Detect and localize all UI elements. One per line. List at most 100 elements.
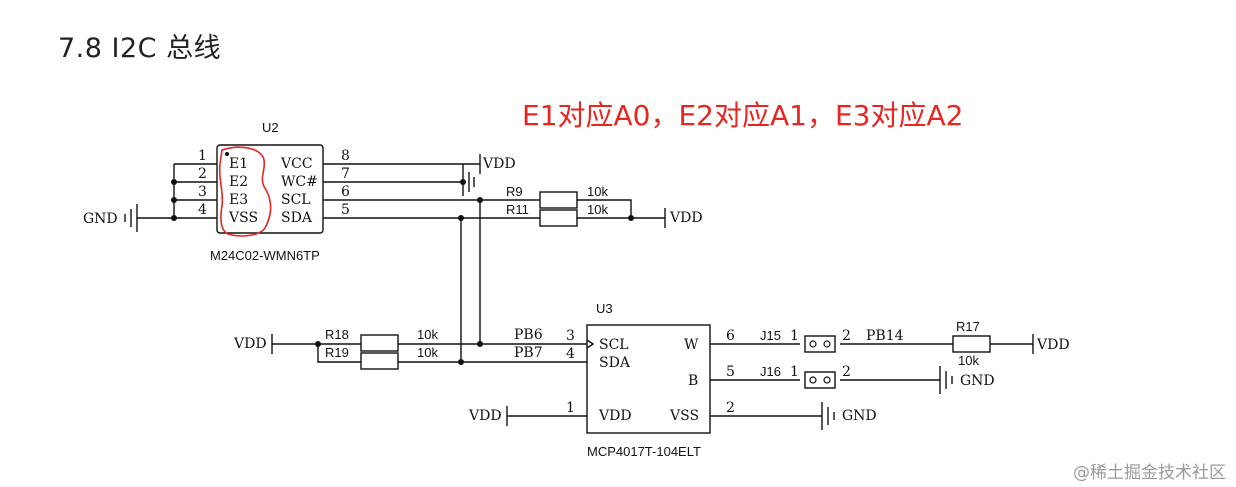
junction-dot xyxy=(477,197,483,203)
pb6-label: PB6 xyxy=(514,327,543,343)
jumper-pin xyxy=(809,376,817,384)
u2-pin-name: VCC xyxy=(280,156,313,172)
j15-ref: J15 xyxy=(760,328,781,343)
u3-pin-name: B xyxy=(688,373,698,389)
u2-pin-name: E2 xyxy=(229,174,248,190)
r11-body xyxy=(539,209,578,227)
gnd-symbol: GND xyxy=(83,204,138,232)
u3-pin-name: VSS xyxy=(669,408,699,424)
u3-pin-name: VDD xyxy=(598,408,632,424)
gnd-label: GND xyxy=(83,211,118,227)
address-pins-highlight xyxy=(218,146,272,237)
i2c-bus-verticals xyxy=(460,200,481,362)
j16-jumper: J16 1 2 xyxy=(760,364,851,389)
u2-body xyxy=(216,144,324,234)
vdd-label: VDD xyxy=(233,336,267,352)
vdd-symbol: VDD xyxy=(1032,334,1070,354)
u2-pin-number: 7 xyxy=(341,166,350,182)
r9-value: 10k xyxy=(587,184,608,199)
watermark: @稀土掘金技术社区 xyxy=(1073,463,1226,483)
gnd-label: GND xyxy=(842,408,877,424)
u3-pin-number: 6 xyxy=(726,328,735,344)
u2-pin-name: SDA xyxy=(281,210,313,226)
page-title: 7.8 I2C 总线 xyxy=(58,33,222,64)
u3-pin-number: 2 xyxy=(726,400,735,416)
r17-value: 10k xyxy=(958,353,979,368)
u3-pin-name: SCL xyxy=(599,337,629,353)
r18-resistor: R18 10k xyxy=(325,327,438,352)
r19-ref: R19 xyxy=(325,345,349,360)
r11-resistor: R11 10k xyxy=(506,202,608,227)
u2-address-pins-wire xyxy=(173,163,217,219)
gnd-symbol: GND xyxy=(821,402,877,430)
pb14-label: PB14 xyxy=(866,328,904,344)
j16-ref: J16 xyxy=(760,364,781,379)
u2-pin-number: 4 xyxy=(198,202,207,218)
r9-r11-vdd-wire xyxy=(577,199,665,219)
r18-value: 10k xyxy=(417,327,438,342)
address-pin-annotation: E1对应A0，E2对应A1，E3对应A2 xyxy=(522,99,964,132)
r11-ref: R11 xyxy=(506,202,529,217)
u3-part: MCP4017T-104ELT xyxy=(587,444,701,459)
r11-value: 10k xyxy=(587,202,608,217)
u2-pin-name: VSS xyxy=(228,210,258,226)
u3-pin-name: W xyxy=(684,337,699,353)
u2-part: M24C02-WMN6TP xyxy=(210,248,320,263)
j15-jumper: J15 1 2 xyxy=(760,328,851,353)
r18-body xyxy=(360,334,399,352)
u3-digital-pot: U3 MCP4017T-104ELT SCL SDA VDD W B VSS 3… xyxy=(566,301,735,459)
u2-vcc-wc-wire xyxy=(323,163,463,183)
j15-pin1: 1 xyxy=(790,328,799,344)
vdd-symbol: VDD xyxy=(233,334,273,354)
u2-eeprom: U2 M24C02-WMN6TP E1 E2 E3 VSS VCC WC# SC… xyxy=(137,120,350,263)
vdd-label: VDD xyxy=(482,156,516,172)
junction-dot xyxy=(315,341,321,347)
vdd-label: VDD xyxy=(669,210,703,226)
r9-resistor: R9 10k xyxy=(506,184,608,209)
j16-pin2: 2 xyxy=(842,364,851,380)
jumper-pin xyxy=(823,340,831,348)
r9-body xyxy=(539,191,578,209)
u2-pin-name: E3 xyxy=(229,192,248,208)
u3-pin-name: SDA xyxy=(599,355,631,371)
u2-ref: U2 xyxy=(262,120,279,135)
r19-resistor: R19 10k xyxy=(325,345,438,370)
u2-pin-number: 2 xyxy=(198,166,207,182)
pb7-label: PB7 xyxy=(514,345,543,361)
gnd-bars xyxy=(939,366,953,394)
vdd-label: VDD xyxy=(468,408,502,424)
r17-body xyxy=(952,335,991,353)
vdd-symbol: VDD xyxy=(468,406,508,426)
u3-body xyxy=(586,324,711,434)
j15-body xyxy=(804,335,836,353)
jumper-pin xyxy=(809,340,817,348)
u2-pin-number: 8 xyxy=(341,148,350,164)
gnd-bars xyxy=(821,402,835,430)
u3-ref: U3 xyxy=(596,301,613,316)
u2-pin-number: 1 xyxy=(198,148,207,164)
gnd-bars xyxy=(124,204,138,232)
jumper-pin xyxy=(823,376,831,384)
gnd-label: GND xyxy=(960,373,995,389)
vdd-symbol: VDD xyxy=(463,154,516,174)
u2-pin-name: WC# xyxy=(281,174,318,190)
gnd-bars xyxy=(468,172,475,192)
r17-resistor: R17 10k xyxy=(952,319,991,368)
u3-pin-number: 1 xyxy=(566,400,575,416)
r17-ref: R17 xyxy=(956,319,980,334)
pb6-pb7-wire xyxy=(398,343,587,363)
r19-value: 10k xyxy=(417,345,438,360)
u2-pin-number: 5 xyxy=(341,202,350,218)
junction-dot xyxy=(460,179,466,185)
u2-pin-number: 6 xyxy=(341,184,350,200)
u3-pin-number: 5 xyxy=(726,364,735,380)
u2-scl-sda-wire xyxy=(323,199,540,219)
j15-pin2: 2 xyxy=(842,328,851,344)
r9-ref: R9 xyxy=(506,184,523,199)
gnd-symbol: GND xyxy=(939,366,995,394)
junction-dot xyxy=(171,179,177,185)
junction-dot xyxy=(171,197,177,203)
vdd-symbol: VDD xyxy=(664,208,703,228)
j16-body xyxy=(804,371,836,389)
vdd-label: VDD xyxy=(1036,337,1070,353)
